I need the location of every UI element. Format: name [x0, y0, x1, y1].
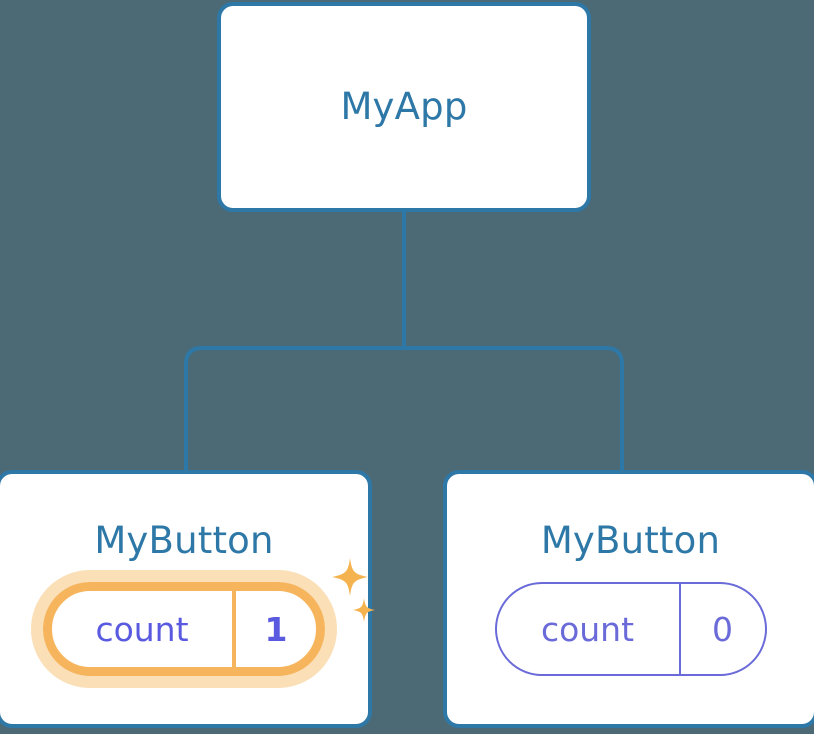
- state-pill-container: count 0: [447, 582, 814, 676]
- state-pill[interactable]: count 0: [494, 582, 767, 676]
- state-value: 0: [678, 584, 765, 674]
- node-title: MyApp: [340, 85, 468, 128]
- state-pill-holder: count 0: [494, 582, 767, 676]
- connector-branch-bus: [184, 346, 624, 470]
- sparkle-small-icon: [353, 598, 375, 622]
- node-mybutton-0[interactable]: MyButton count 1: [0, 470, 375, 728]
- sparkle-icon: [332, 558, 368, 596]
- node-mybutton-1[interactable]: MyButton count 0: [443, 470, 814, 728]
- state-key: count: [95, 609, 189, 649]
- node-myapp[interactable]: MyApp: [217, 2, 591, 212]
- state-pill[interactable]: count 1: [43, 582, 325, 676]
- node-title: MyButton: [540, 519, 721, 562]
- state-pill-container: count 1: [0, 558, 375, 688]
- sparkles-group: [323, 552, 379, 632]
- state-key: count: [540, 609, 635, 649]
- state-value: 1: [232, 591, 316, 667]
- state-pill-holder: count 1: [31, 558, 375, 688]
- node-title: MyButton: [94, 519, 274, 562]
